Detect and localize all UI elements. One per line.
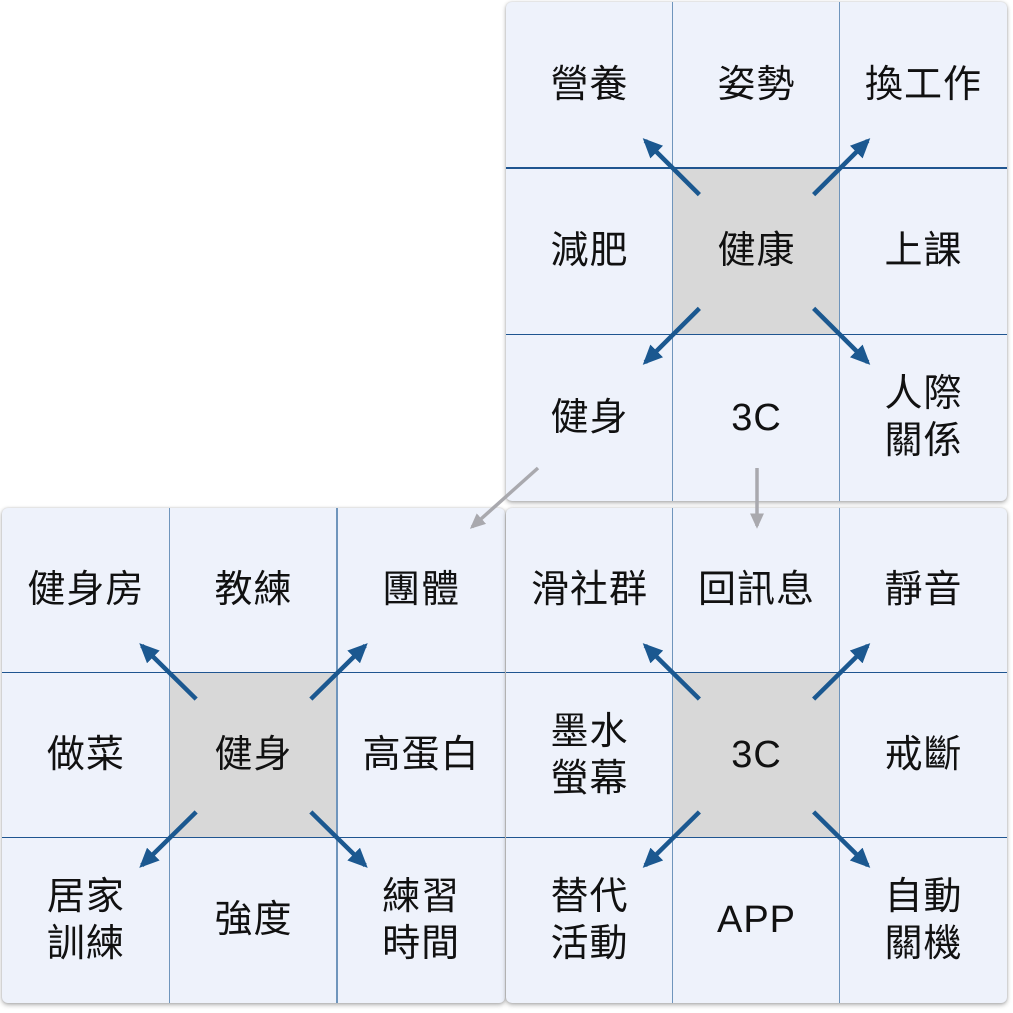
cell-fitness-home-training: 居家 訓練 (46, 876, 125, 965)
cell-3c-app: APP (716, 899, 797, 942)
cell-3c-withdrawal: 戒斷 (884, 734, 963, 777)
cell-fitness-center: 健身 (169, 673, 338, 838)
cell-3c-reply-messages: 回訊息 (697, 569, 815, 612)
cell-health-center: 健康 (673, 168, 840, 335)
cell-3c-mute: 靜音 (884, 569, 963, 612)
grid-3c-cells: 滑社群 回訊息 靜音 墨水 螢幕 3C 戒斷 替代 活動 APP 自動 關機 (506, 508, 1007, 1003)
cell-3c-center: 3C (673, 673, 840, 838)
grid-health: 營養 姿勢 換工作 減肥 健康 上課 健身 3C 人際 關係 (506, 2, 1007, 501)
cell-fitness-intensity: 強度 (214, 899, 293, 942)
cell-fitness-gym: 健身房 (27, 569, 145, 612)
cell-health-nutrition: 營養 (550, 63, 629, 106)
cell-3c-eink-screen: 墨水 螢幕 (550, 711, 629, 800)
grid-health-cells: 營養 姿勢 換工作 減肥 健康 上課 健身 3C 人際 關係 (506, 2, 1007, 501)
grid-3c: 滑社群 回訊息 靜音 墨水 螢幕 3C 戒斷 替代 活動 APP 自動 關機 (506, 508, 1007, 1003)
cell-3c-social-media: 滑社群 (530, 569, 648, 612)
cell-health-3c: 3C (731, 396, 782, 439)
cell-fitness-group: 團體 (382, 569, 461, 612)
cell-fitness-cooking: 做菜 (46, 734, 125, 777)
cell-health-fitness: 健身 (550, 396, 629, 439)
cell-health-change-job: 換工作 (864, 63, 982, 106)
grid-fitness-cells: 健身房 教練 團體 做菜 健身 高蛋白 居家 訓練 強度 練習 時間 (2, 508, 505, 1003)
cell-fitness-protein: 高蛋白 (362, 734, 480, 777)
cell-3c-alternative-activities: 替代 活動 (550, 876, 629, 965)
cell-3c-auto-shutdown: 自動 關機 (884, 876, 963, 965)
cell-fitness-practice-time: 練習 時間 (382, 876, 461, 965)
cell-health-classes: 上課 (884, 230, 963, 273)
cell-health-weight-loss: 減肥 (550, 230, 629, 273)
cell-health-posture: 姿勢 (717, 63, 796, 106)
cell-health-relationships: 人際 關係 (884, 373, 963, 462)
cell-fitness-coach: 教練 (214, 569, 293, 612)
grid-fitness: 健身房 教練 團體 做菜 健身 高蛋白 居家 訓練 強度 練習 時間 (2, 508, 505, 1003)
